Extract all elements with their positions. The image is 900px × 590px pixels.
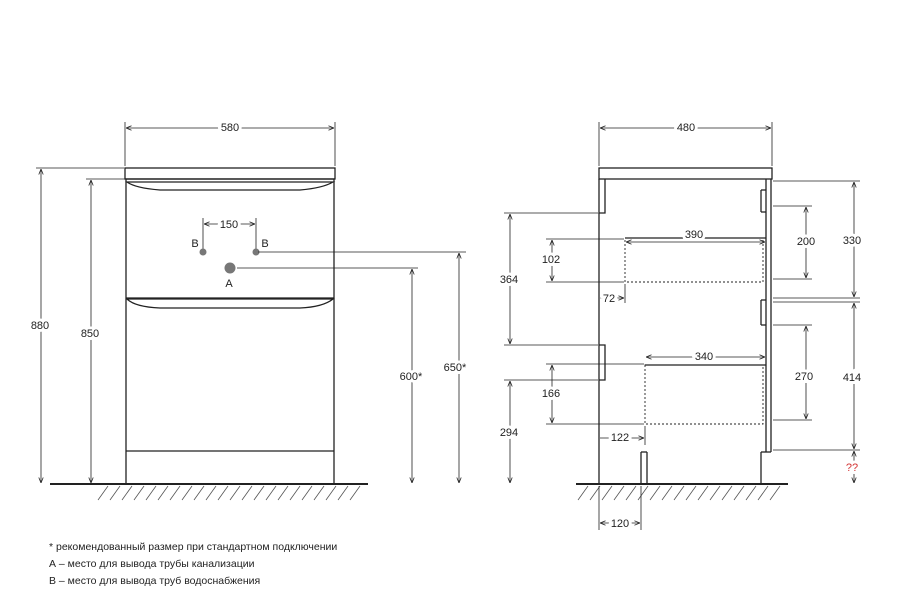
water-pipe-point-right — [252, 248, 260, 256]
height-600-label: 600* — [400, 371, 423, 383]
label-200: 200 — [797, 236, 815, 248]
note-recommended: * рекомендованный размер при стандартном… — [49, 541, 338, 553]
depth-480-label: 480 — [677, 122, 695, 134]
side-countertop — [598, 167, 773, 180]
height-650-label: 650* — [444, 362, 467, 374]
water-pipe-point-left — [199, 248, 207, 256]
upper-drawer-box — [624, 237, 764, 283]
upper-drawer-handle — [125, 181, 336, 191]
label-102: 102 — [542, 254, 560, 266]
drain-pipe-point — [224, 262, 236, 274]
drawer-390-label: 390 — [685, 229, 703, 241]
label-120: 120 — [611, 518, 629, 530]
side-floor-hatching — [577, 485, 781, 501]
width-580-label: 580 — [221, 122, 239, 134]
label-294: 294 — [500, 427, 518, 439]
point-a-label: A — [225, 278, 233, 290]
lower-drawer-box — [644, 364, 764, 425]
lower-drawer-handle — [125, 298, 335, 309]
side-view: 480 390 340 364 102 72 166 294 122 — [497, 119, 864, 533]
side-front-panel-top — [598, 179, 606, 214]
front-countertop — [124, 167, 336, 180]
side-front-panel-gap — [599, 344, 606, 381]
front-view: 580 880 850 150 B B A 650* 600* — [28, 119, 470, 501]
note-drain: А – место для вывода трубы канализации — [49, 558, 255, 570]
label-166: 166 — [542, 388, 560, 400]
label-270: 270 — [795, 371, 813, 383]
point-b-left-label: B — [191, 238, 198, 250]
label-unknown: ?? — [846, 462, 858, 474]
drawer-340-label: 340 — [695, 351, 713, 363]
height-880-label: 880 — [31, 320, 49, 332]
label-330: 330 — [843, 235, 861, 247]
height-850-label: 850 — [81, 328, 99, 340]
legend-notes: * рекомендованный размер при стандартном… — [49, 539, 337, 590]
label-414: 414 — [843, 372, 861, 384]
front-floor-hatching — [97, 485, 361, 501]
label-122: 122 — [611, 432, 629, 444]
label-72: 72 — [603, 293, 615, 305]
label-364: 364 — [500, 274, 518, 286]
pipe-spacing-label: 150 — [220, 219, 238, 231]
point-b-right-label: B — [261, 238, 268, 250]
note-water: В – место для вывода труб водоснабжения — [49, 575, 261, 587]
